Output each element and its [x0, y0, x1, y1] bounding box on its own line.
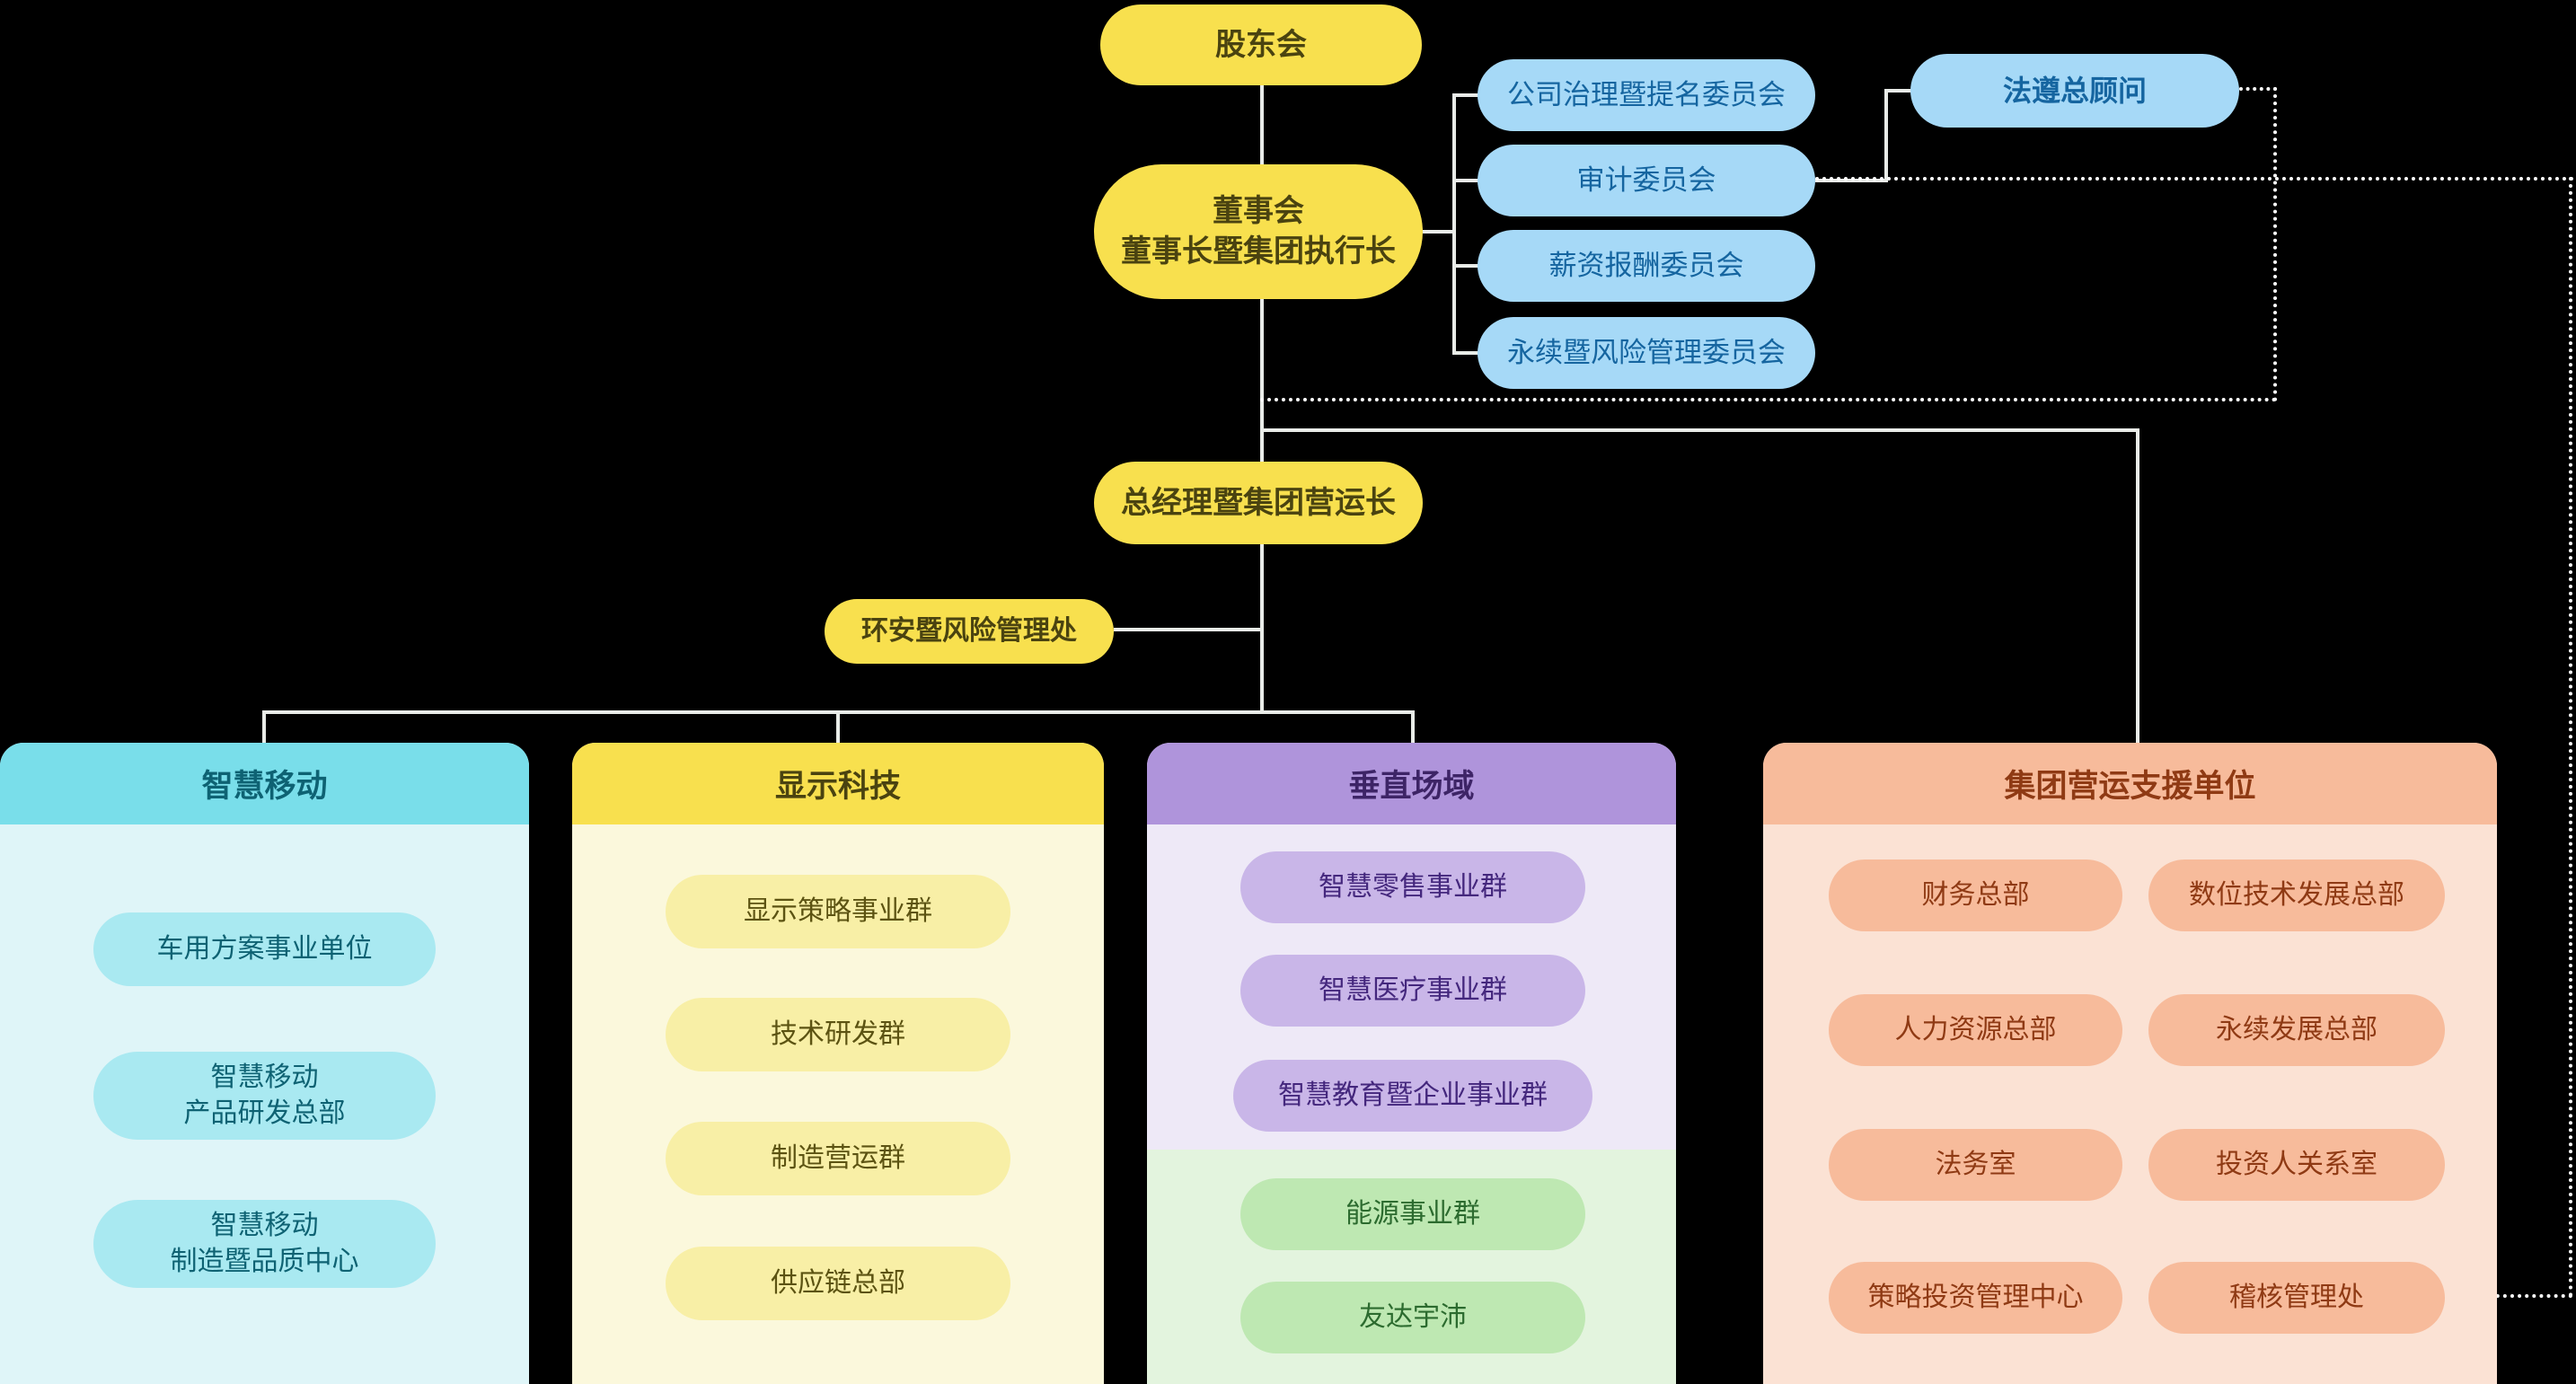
- connector-line: [836, 710, 840, 745]
- connector-dotted: [2569, 177, 2572, 1298]
- org-unit: 稽核管理处: [2148, 1262, 2445, 1334]
- org-unit: 智慧移动 产品研发总部: [93, 1052, 436, 1140]
- node-board-chairman: 董事会 董事长暨集团执行长: [1094, 164, 1423, 299]
- connector-line: [1452, 93, 1456, 355]
- org-unit: 能源事业群: [1240, 1178, 1585, 1250]
- org-unit: 智慧零售事业群: [1240, 851, 1585, 923]
- connector-line: [1260, 543, 1264, 714]
- division-header-group-support: 集团营运支援单位: [1763, 743, 2497, 824]
- org-unit: 智慧医疗事业群: [1240, 955, 1585, 1027]
- connector-line: [1114, 628, 1262, 631]
- org-unit: 智慧教育暨企业事业群: [1233, 1060, 1592, 1132]
- org-unit: 数位技术发展总部: [2148, 859, 2445, 931]
- org-unit: 供应链总部: [666, 1247, 1010, 1320]
- org-unit: 友达宇沛: [1240, 1282, 1585, 1353]
- connector-line: [1452, 93, 1479, 97]
- org-unit: 技术研发群: [666, 998, 1010, 1071]
- connector-line: [2136, 428, 2139, 745]
- panel-group-support: 集团营运支援单位 财务总部 数位技术发展总部 人力资源总部 永续发展总部 法务室…: [1763, 743, 2497, 1384]
- org-unit: 人力资源总部: [1829, 994, 2122, 1066]
- connector-dotted: [1815, 177, 2574, 181]
- division-header-smart-mobility: 智慧移动: [0, 743, 529, 824]
- org-unit: 智慧移动 制造暨品质中心: [93, 1200, 436, 1288]
- committee-corporate-governance: 公司治理暨提名委员会: [1478, 59, 1815, 131]
- connector-dotted: [2273, 87, 2277, 401]
- node-chief-compliance-officer: 法遵总顾问: [1910, 54, 2239, 128]
- connector-line: [1260, 299, 1264, 463]
- connector-line: [1452, 264, 1479, 268]
- org-unit: 显示策略事业群: [666, 875, 1010, 948]
- connector-line: [1260, 428, 2139, 432]
- org-unit: 永续发展总部: [2148, 994, 2445, 1066]
- node-esh-risk-management: 环安暨风险管理处: [825, 599, 1114, 664]
- connector-line: [1411, 710, 1415, 745]
- org-unit: 投资人关系室: [2148, 1129, 2445, 1201]
- connector-dotted: [1260, 398, 2277, 401]
- node-shareholders: 股东会: [1100, 4, 1422, 85]
- org-unit: 策略投资管理中心: [1829, 1262, 2122, 1334]
- org-unit: 车用方案事业单位: [93, 912, 436, 986]
- connector-line: [1452, 351, 1479, 355]
- panel-smart-mobility: 智慧移动 车用方案事业单位 智慧移动 产品研发总部 智慧移动 制造暨品质中心: [0, 743, 529, 1384]
- connector-line: [1815, 179, 1888, 182]
- connector-line: [262, 710, 266, 745]
- org-unit: 制造营运群: [666, 1122, 1010, 1195]
- committee-audit: 审计委员会: [1478, 145, 1815, 216]
- panel-display-technology: 显示科技 显示策略事业群 技术研发群 制造营运群 供应链总部: [572, 743, 1104, 1384]
- division-header-display-technology: 显示科技: [572, 743, 1104, 824]
- org-unit: 法务室: [1829, 1129, 2122, 1201]
- connector-line: [1452, 179, 1479, 182]
- connector-line: [1260, 85, 1264, 166]
- committee-compensation: 薪资报酬委员会: [1478, 230, 1815, 302]
- node-president-coo: 总经理暨集团营运长: [1094, 462, 1423, 544]
- division-header-vertical-solutions: 垂直场域: [1147, 743, 1676, 824]
- panel-vertical-solutions: 垂直场域 智慧零售事业群 智慧医疗事业群 智慧教育暨企业事业群 能源事业群 友达…: [1147, 743, 1676, 1384]
- connector-line: [1884, 89, 1888, 182]
- connector-dotted: [2239, 87, 2277, 91]
- committee-sustainability-risk: 永续暨风险管理委员会: [1478, 317, 1815, 389]
- org-unit: 财务总部: [1829, 859, 2122, 931]
- connector-line: [1884, 89, 1912, 93]
- connector-line: [1423, 230, 1454, 234]
- connector-dotted: [2445, 1294, 2572, 1298]
